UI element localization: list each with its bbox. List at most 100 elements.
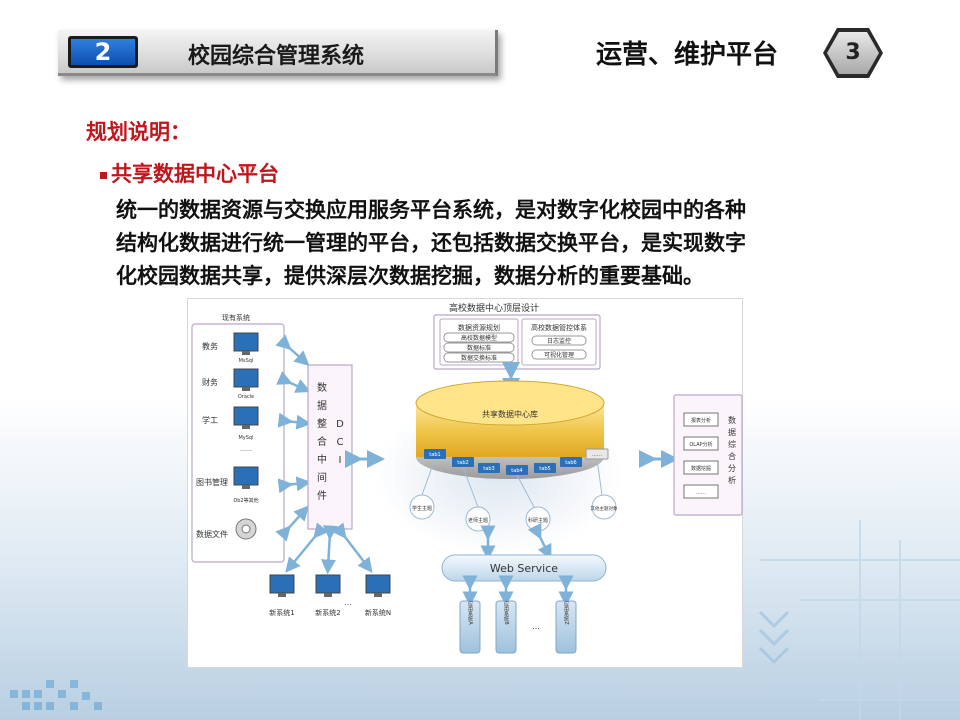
arrow-group xyxy=(462,575,574,607)
topic-label: 其他主题对象 xyxy=(591,505,618,512)
existing-system-row: 学工 MySql …… xyxy=(202,406,259,453)
bullet-title-text: 共享数据中心平台 xyxy=(111,162,279,186)
control-item-pill xyxy=(531,349,587,360)
data-resource-plan-title: 数据资源规划 xyxy=(458,323,500,332)
arrow-group xyxy=(285,522,373,575)
plan-item-pill xyxy=(443,352,515,363)
core-database-top xyxy=(415,380,605,426)
topic-connectors xyxy=(421,458,603,508)
plan-item-pill xyxy=(443,332,515,343)
paragraph-line: 统一的数据资源与交换应用服务平台系统，是对数字化校园中的各种 xyxy=(116,198,746,222)
new-system: 新系统1 xyxy=(269,574,295,617)
existing-system-row: 图书管理 Db2等其他 xyxy=(196,466,259,504)
dci-char: I xyxy=(339,455,342,466)
arrow-group xyxy=(275,334,312,542)
analysis-item: …… xyxy=(696,490,706,496)
topic-circle xyxy=(465,506,491,532)
analysis-item-box xyxy=(683,484,719,499)
data-control-system-title: 高校数据管控体系 xyxy=(531,323,587,332)
monitor-icon xyxy=(233,332,259,352)
topic-node: 老师主题 xyxy=(465,506,491,532)
analysis-title-char: 合 xyxy=(728,451,736,461)
table-chip-label: …… xyxy=(592,452,602,458)
existing-systems-title: 现有系统 xyxy=(222,313,250,322)
new-system-label: 新系统N xyxy=(365,608,391,617)
db-label: MsSql xyxy=(239,358,254,364)
dci-char: D xyxy=(336,419,344,430)
analysis-item-box xyxy=(683,460,719,475)
web-service-bar xyxy=(441,554,607,582)
table-chip-label: tab5 xyxy=(539,466,550,472)
middleware-char: 整 xyxy=(317,417,327,430)
monitor-icon xyxy=(233,466,259,486)
new-system: 新系统N xyxy=(365,574,391,617)
monitor-stand-icon xyxy=(374,593,382,597)
table-chips: tab1 tab2 tab3 tab4 tab5 tab6 …… xyxy=(424,448,609,475)
db-label: Oracle xyxy=(238,394,254,400)
web-service-label: Web Service xyxy=(490,562,558,575)
existing-system-row: 数据文件 xyxy=(196,518,257,540)
header-bar: 2 校园综合管理系统 xyxy=(58,30,498,76)
new-system: 新系统2 xyxy=(315,574,341,617)
monitor-icon xyxy=(233,368,259,388)
app-system-label: 应用系统B xyxy=(503,601,509,626)
app-ellipsis: … xyxy=(532,622,540,631)
app-system-box xyxy=(555,600,577,654)
paragraph-line: 结构化数据进行统一管理的平台，还包括数据交换平台，是实现数字 xyxy=(116,231,746,255)
app-system-label: 应用系统A xyxy=(467,601,473,626)
table-chip xyxy=(506,465,528,475)
app-systems: 应用系统A 应用系统B … 应用系统Z xyxy=(459,600,577,654)
section-label: 规划说明： xyxy=(86,120,191,144)
system-label: 财务 xyxy=(202,377,218,387)
middleware-char: 合 xyxy=(317,435,327,448)
middleware-char: 数 xyxy=(317,381,327,394)
plan-item-pill xyxy=(443,342,515,353)
control-item: 可视化管理 xyxy=(544,351,574,359)
table-chip xyxy=(560,457,582,467)
app-system-label: 应用系统Z xyxy=(563,601,569,626)
middleware-char: 间 xyxy=(317,471,327,484)
existing-system-row: 财务 Oracle xyxy=(202,368,259,400)
analysis-title-char: 析 xyxy=(728,475,736,485)
hexagon-icon xyxy=(823,28,883,78)
topic-label: 科研主题 xyxy=(528,517,548,524)
topic-circle xyxy=(591,494,617,520)
db-label: …… xyxy=(240,446,252,453)
monitor-stand-icon xyxy=(242,351,250,355)
topic-label: 学生主题 xyxy=(412,505,432,512)
system-label: 教务 xyxy=(202,341,218,351)
section-number-badge: 2 xyxy=(68,36,138,68)
top-design-title: 高校数据中心顶层设计 xyxy=(449,302,539,314)
db-label: MySql xyxy=(238,435,253,441)
middleware-char: 件 xyxy=(317,490,327,502)
table-chip-label: tab3 xyxy=(483,466,494,472)
existing-system-row: 教务 MsSql xyxy=(202,332,259,364)
table-chip xyxy=(478,463,500,473)
app-system-box xyxy=(459,600,481,654)
analysis-title-char: 综 xyxy=(728,439,736,449)
analysis-item: OLAP分析 xyxy=(689,441,712,448)
table-chip-label: tab4 xyxy=(511,468,522,474)
monitor-stand-icon xyxy=(242,485,250,489)
analysis-items: 报表分析 OLAP分析 数据挖掘 …… xyxy=(683,412,719,499)
right-title: 运营、维护平台 xyxy=(596,40,779,70)
analysis-item: 报表分析 xyxy=(691,417,711,424)
monitor-icon xyxy=(233,406,259,426)
control-item: 日志监控 xyxy=(547,337,571,345)
db-label: Db2等其他 xyxy=(233,497,258,504)
table-chip xyxy=(424,449,446,459)
monitor-stand-icon xyxy=(242,387,250,391)
new-system-label: 新系统2 xyxy=(315,608,340,617)
monitor-stand-icon xyxy=(242,425,250,429)
topic-node: 学生主题 xyxy=(409,494,435,520)
app-system-box xyxy=(495,600,517,654)
monitor-stand-icon xyxy=(324,593,332,597)
plan-item: 数据交换标准 xyxy=(461,354,497,362)
middleware-char: 中 xyxy=(317,453,327,466)
monitor-stand-icon xyxy=(278,593,286,597)
dci-char: C xyxy=(337,437,344,448)
bullet-title: 共享数据中心平台 xyxy=(100,158,279,188)
analysis-title-char: 分 xyxy=(728,464,736,473)
control-item-pill xyxy=(531,335,587,346)
